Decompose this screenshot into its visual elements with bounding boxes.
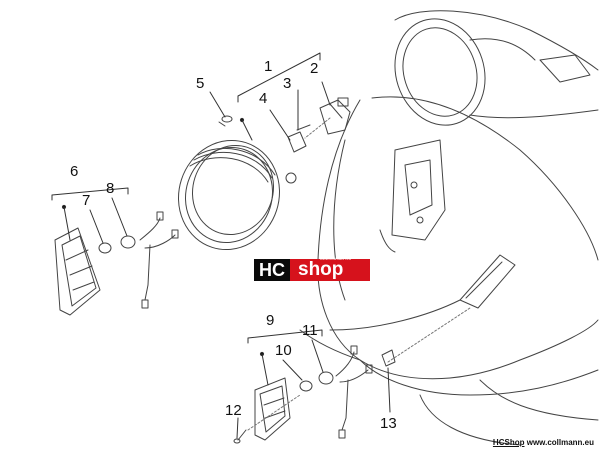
bulb-socket [319,97,351,135]
left-indicator-wiring [139,211,179,309]
callout-brackets [51,52,391,439]
footer-brand: HCShop [492,438,525,447]
scooter-front-body [299,10,599,446]
callout-9: 9 [266,312,274,329]
leader-lines [247,117,471,431]
logo-subtext: www.collmann.eu [320,256,352,261]
callout-2: 2 [310,60,318,77]
footer-watermark: HCShop www.collmann.eu [493,438,594,447]
footer-site: www.collmann.eu [526,438,594,447]
callout-11: 11 [302,322,318,339]
callout-10: 10 [275,342,292,359]
fastener-screw [233,429,247,444]
logo-hc-text: HC [254,259,290,281]
left-indicator-bulb [98,235,136,254]
screw [218,115,233,127]
callout-5: 5 [196,75,204,92]
logo-shop-text: shop [290,259,370,281]
headlamp-rim [178,139,280,251]
callout-4: 4 [259,90,267,107]
callout-6: 6 [70,163,78,180]
callout-7: 7 [82,192,90,209]
left-indicator-lens [54,227,101,316]
callout-12: 12 [225,402,242,419]
right-indicator-bulb [299,371,334,392]
right-indicator-wiring [335,345,373,439]
headlamp-bulb [285,124,311,184]
callout-8: 8 [106,180,114,197]
clip [381,349,396,367]
callout-13: 13 [380,415,397,432]
right-indicator-lens [254,377,291,441]
callout-3: 3 [283,75,291,92]
callout-1: 1 [264,58,272,75]
hcshop-logo: HC shop [254,259,370,281]
